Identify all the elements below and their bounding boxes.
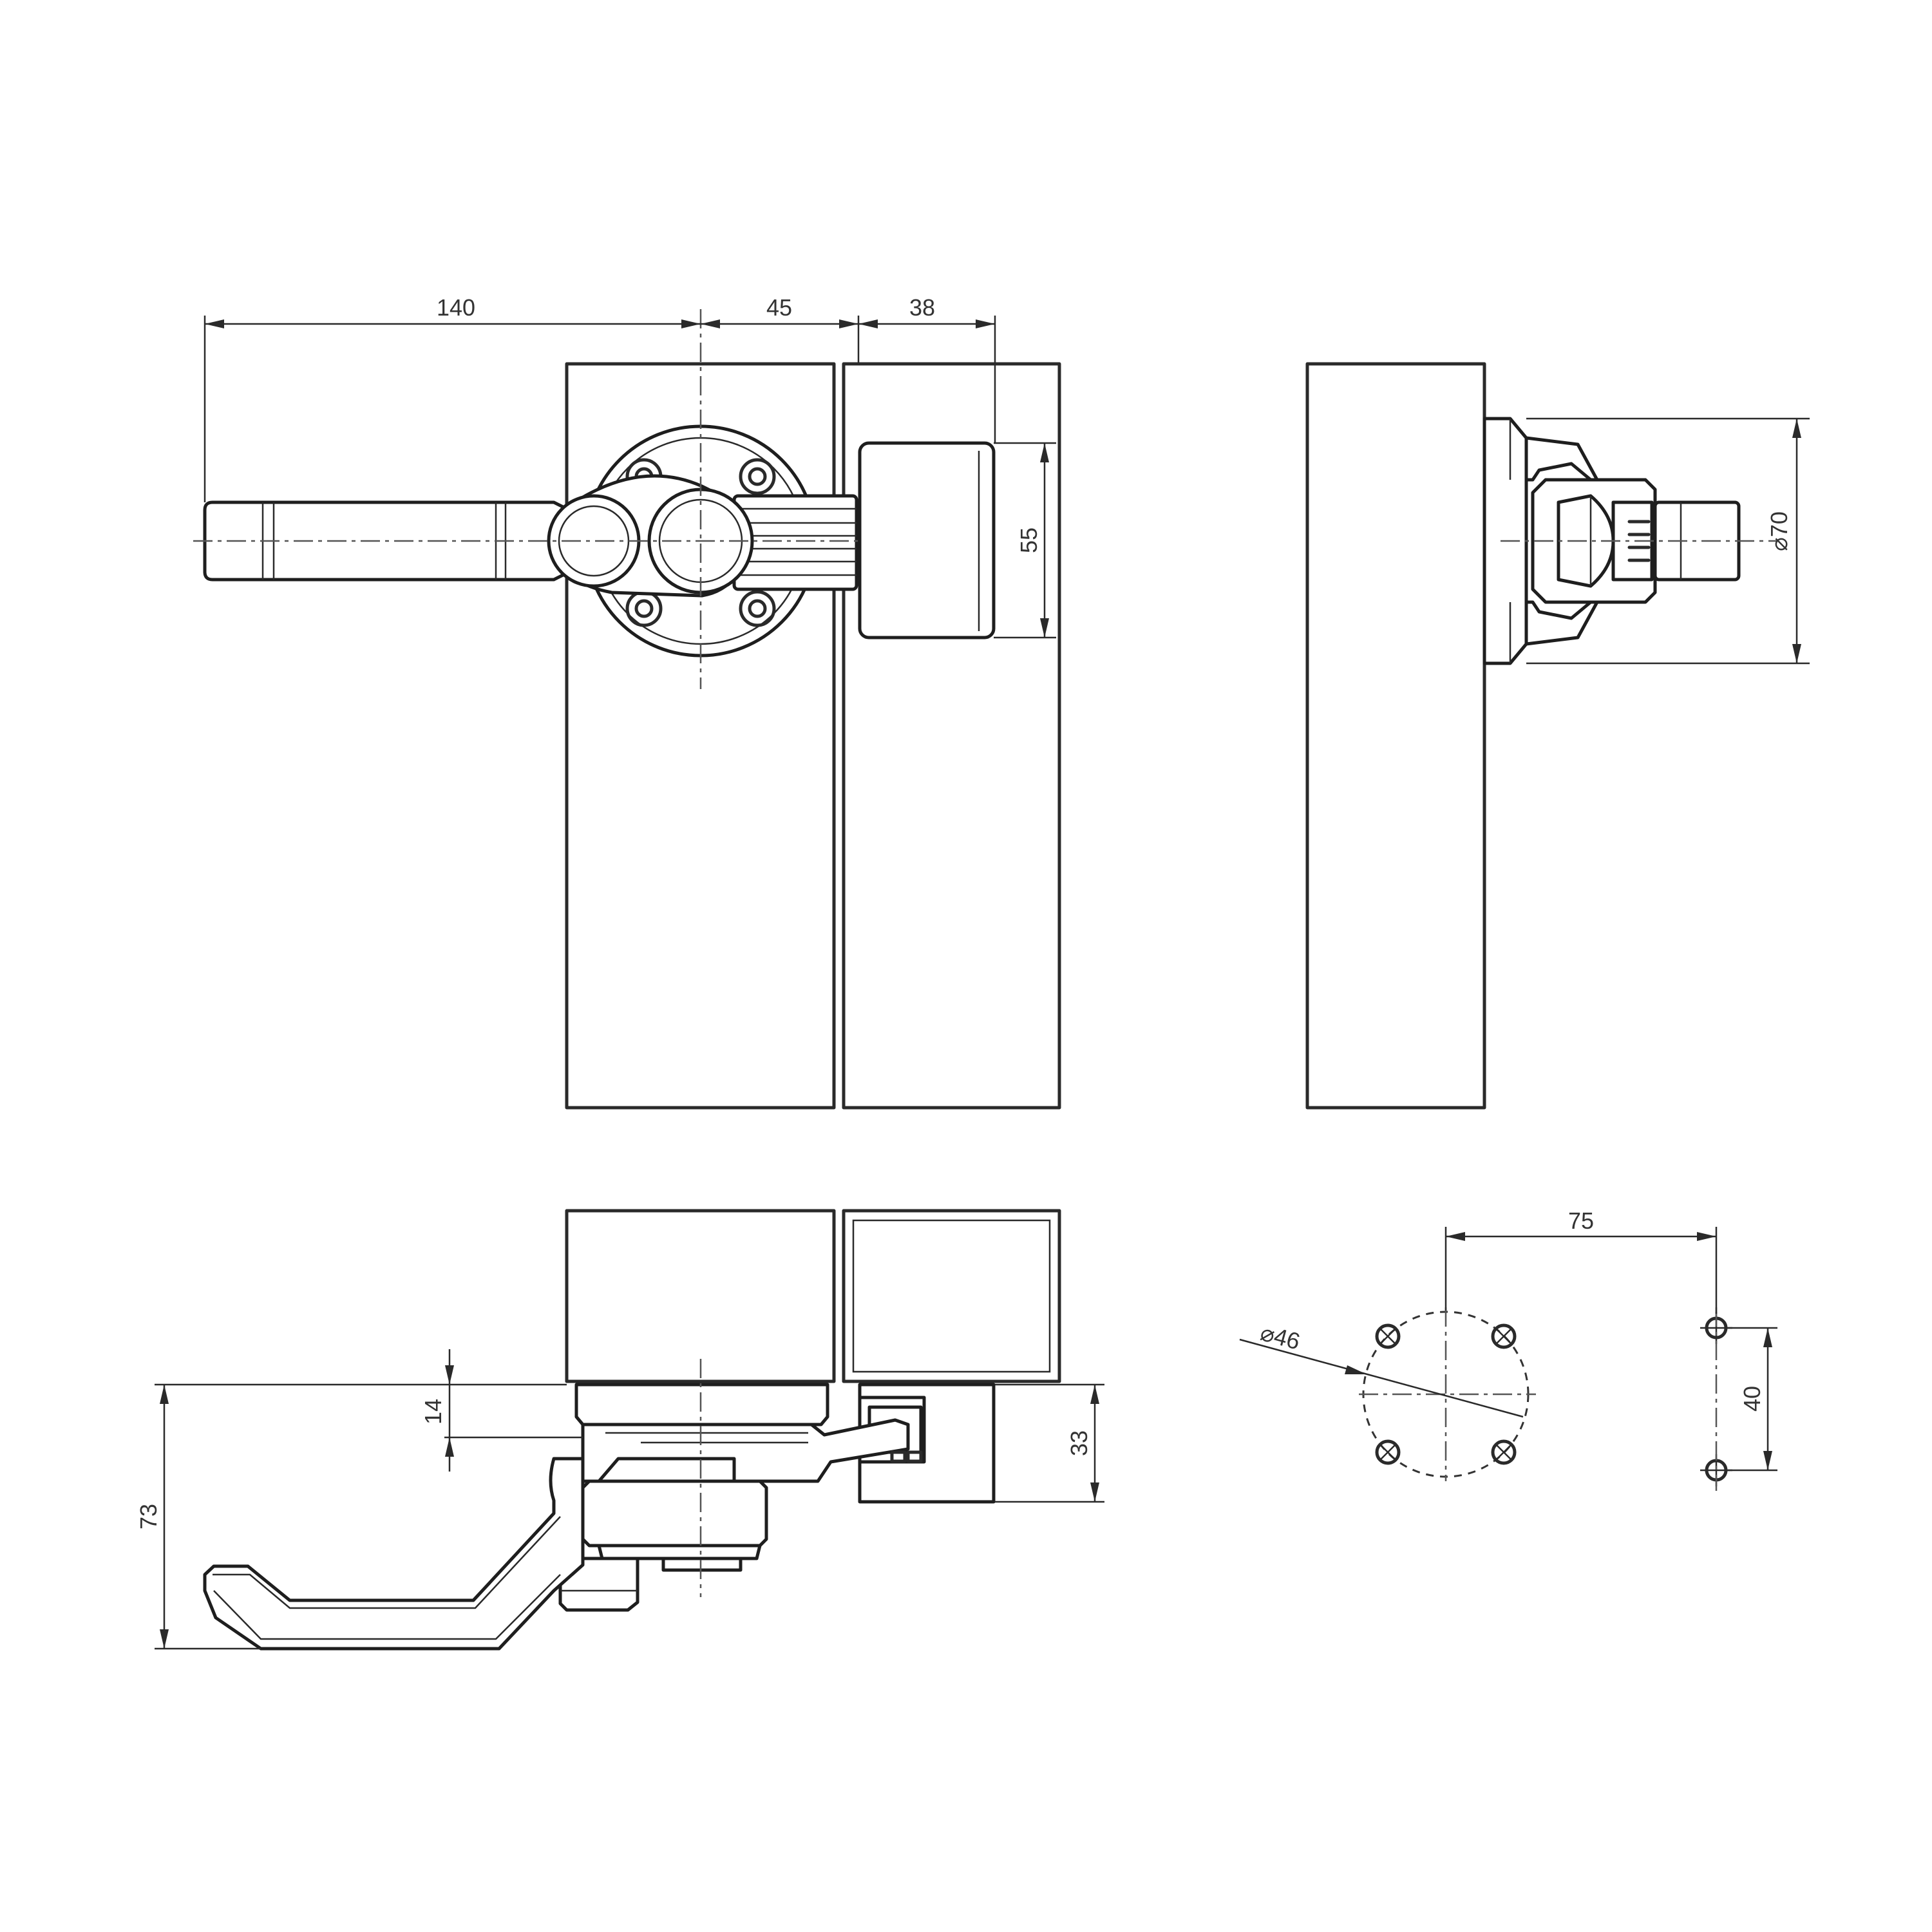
dim-text-75: 75 (1568, 1208, 1594, 1234)
dim-text-33: 33 (1066, 1430, 1092, 1456)
dimension-hole-spacing-vertical: 40 (1726, 1327, 1777, 1472)
plan-view: 73 14 33 (135, 1209, 1104, 1651)
drilling-template: ⌀46 75 40 (1239, 1208, 1777, 1491)
door-leaf (565, 362, 836, 1110)
dimension-catch-height: 55 (994, 442, 1056, 639)
dim-text-45: 45 (766, 294, 792, 321)
dim-text-140: 140 (437, 294, 475, 321)
dim-text-40: 40 (1739, 1386, 1765, 1412)
lever-spindle-holes (1700, 1307, 1732, 1491)
dim-text-14: 14 (420, 1399, 446, 1425)
front-view: 140 45 38 55 (193, 294, 1061, 1110)
dim-text-diameter-70: ⌀70 (1766, 511, 1792, 551)
side-view: ⌀70 (1305, 362, 1810, 1110)
dim-text-38: 38 (909, 294, 935, 321)
door-frame-plan (842, 1209, 1061, 1383)
dimension-lever-drop: 73 (135, 1383, 567, 1650)
dimension-lever-length: 140 45 38 (204, 294, 996, 502)
dim-text-55: 55 (1016, 527, 1042, 553)
catch-block (858, 441, 996, 639)
rose-screw-holes (625, 458, 776, 627)
dim-value-70: 70 (1766, 511, 1792, 537)
dimension-catch-depth: 33 (995, 1383, 1104, 1503)
door-leaf-plan (565, 1209, 836, 1383)
screw-hole-markers (1375, 1323, 1517, 1465)
latch-bar (732, 494, 858, 591)
dimension-hole-spacing-horizontal: 75 (1444, 1208, 1718, 1314)
lever-handle[interactable] (203, 474, 754, 598)
door-side-section (1305, 362, 1486, 1110)
dimension-rose-step: 14 (420, 1349, 583, 1472)
dim-text-73: 73 (135, 1504, 162, 1530)
dimension-pattern-diameter: ⌀46 (1239, 1319, 1524, 1418)
lever-handle-plan[interactable] (203, 1457, 585, 1651)
dim-text-diameter-46: ⌀46 (1258, 1319, 1303, 1355)
door-frame (842, 362, 1061, 1110)
diameter-symbol: ⌀ (1766, 537, 1792, 551)
dimension-rose-diameter: ⌀70 (1526, 417, 1810, 665)
